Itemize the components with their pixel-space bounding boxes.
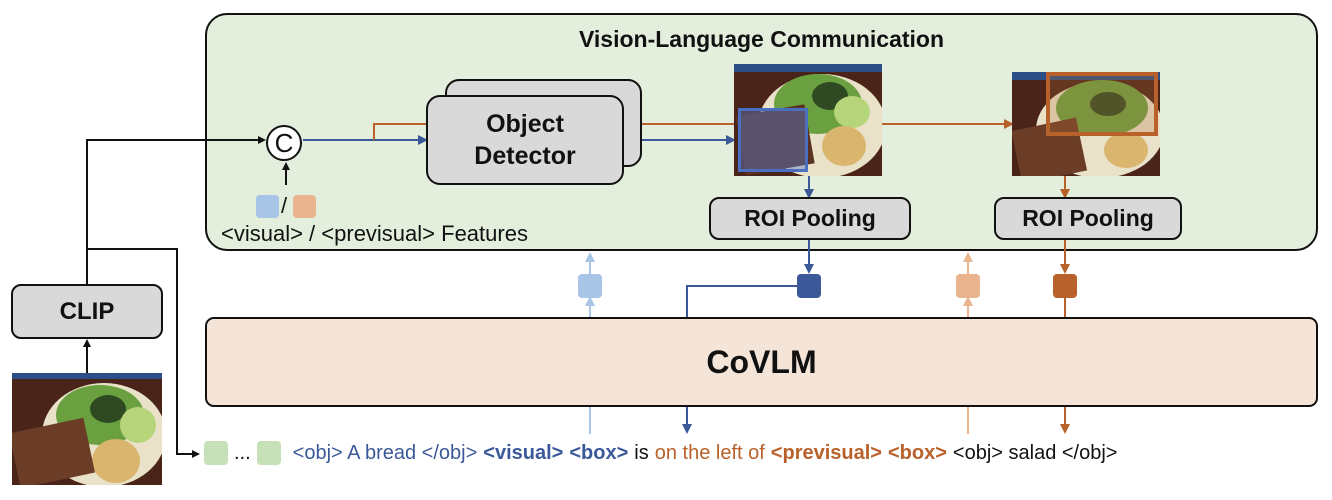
seq-relation-phrase: on the left of <box>654 441 765 464</box>
food-plate-photo <box>12 373 162 485</box>
seq-visual-tag: <visual> <box>483 441 564 464</box>
bread-bounding-box <box>738 108 808 172</box>
previsual-box-token-dark <box>1053 274 1077 298</box>
line-token-to-covlm <box>686 285 797 317</box>
seq-bread-phrase: <obj> A bread </obj> <box>292 441 478 464</box>
text-token <box>204 441 228 465</box>
arrow-clip-to-sequence <box>87 248 200 458</box>
visual-box-token-dark <box>797 274 821 298</box>
concat-node: C <box>266 125 302 161</box>
feature-slash: / <box>281 193 288 218</box>
roi-pooling-previsual: ROI Pooling <box>994 197 1182 240</box>
seq-visual-box-tag: <box> <box>569 441 629 464</box>
seq-previsual-tag: <previsual> <box>770 441 882 464</box>
detected-bread-image <box>734 64 882 176</box>
clip-encoder: CLIP <box>11 284 163 339</box>
seq-previsual-box-tag: <box> <box>887 441 947 464</box>
token-sequence: ... <obj> A bread </obj> <visual> <box> … <box>200 438 1124 468</box>
seq-is: is <box>634 441 649 464</box>
salad-bounding-box <box>1046 72 1158 136</box>
object-detector: Object Detector <box>426 95 624 185</box>
ellipsis: ... <box>234 441 251 464</box>
object-detector-label-line1: Object <box>486 110 564 138</box>
roi-pooling-visual: ROI Pooling <box>709 197 911 240</box>
text-token <box>256 441 281 465</box>
visual-token-light <box>578 274 602 298</box>
panel-title: Vision-Language Communication <box>578 26 945 52</box>
detected-salad-image <box>1012 72 1160 176</box>
input-image <box>12 373 162 485</box>
features-label: <visual> / <previsual> Features <box>221 221 528 246</box>
concat-symbol: C <box>274 127 294 158</box>
previsual-feature-token <box>293 195 316 218</box>
object-detector-label-line2: Detector <box>474 142 576 170</box>
covlm-model: CoVLM <box>205 317 1318 407</box>
previsual-token-light <box>956 274 980 298</box>
food-plate-photo <box>734 64 882 176</box>
visual-feature-token <box>256 195 279 218</box>
seq-salad-phrase: <obj> salad </obj> <box>952 441 1118 464</box>
